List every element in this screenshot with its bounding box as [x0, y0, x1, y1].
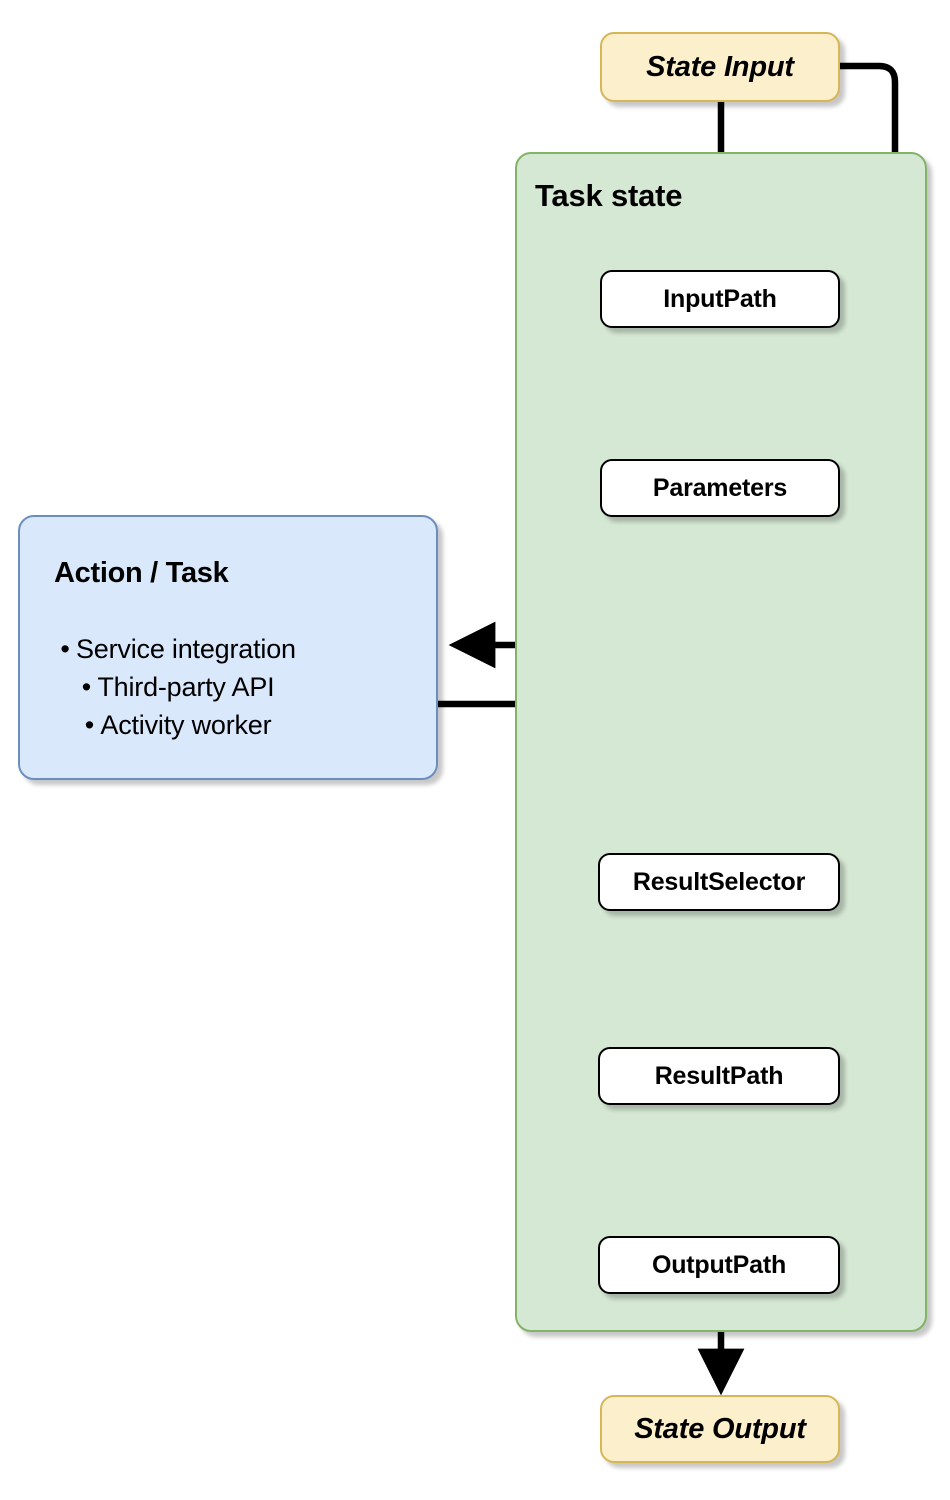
list-item: •Third-party API [54, 668, 296, 706]
list-item-label: Service integration [76, 634, 296, 664]
parameters-node[interactable]: Parameters [600, 459, 840, 517]
output-path-node[interactable]: OutputPath [598, 1236, 840, 1294]
action-task-title: Action / Task [54, 557, 229, 589]
list-item-label: Activity worker [100, 710, 272, 740]
state-input-node[interactable]: State Input [600, 32, 840, 102]
result-path-label: ResultPath [654, 1061, 784, 1090]
state-output-node[interactable]: State Output [600, 1395, 840, 1463]
result-selector-label: ResultSelector [632, 867, 806, 896]
bullet-icon: • [60, 634, 70, 664]
list-item: •Service integration [54, 630, 296, 668]
list-item: •Activity worker [54, 706, 296, 744]
action-task-list: •Service integration •Third-party API •A… [54, 630, 296, 744]
bullet-icon: • [81, 672, 91, 702]
task-state-container: Task state [515, 152, 927, 1332]
bullet-icon: • [84, 710, 95, 740]
output-path-label: OutputPath [651, 1250, 787, 1279]
task-state-label: Task state [535, 178, 683, 213]
result-selector-node[interactable]: ResultSelector [598, 853, 840, 911]
action-task-node[interactable]: Action / Task •Service integration •Thir… [18, 515, 438, 780]
result-path-node[interactable]: ResultPath [598, 1047, 840, 1105]
state-output-label: State Output [634, 1412, 806, 1445]
list-item-label: Third-party API [97, 672, 275, 702]
input-path-label: InputPath [663, 284, 777, 313]
state-input-label: State Input [646, 50, 794, 83]
parameters-label: Parameters [652, 473, 788, 502]
input-path-node[interactable]: InputPath [600, 270, 840, 328]
